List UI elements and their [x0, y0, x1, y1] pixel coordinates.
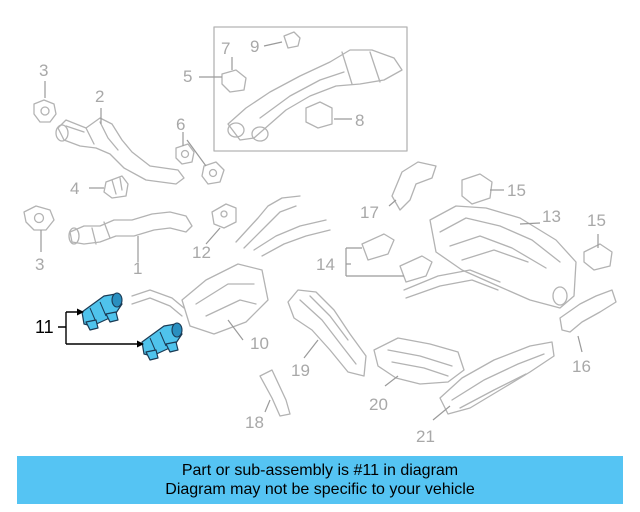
- callout-15-top: 15: [507, 181, 526, 200]
- part-11-clamp-lower: [141, 322, 183, 361]
- part-16-tailpipe: [559, 289, 617, 333]
- part-5-catalytic-assembly: [227, 49, 403, 142]
- part-14-clamps: [361, 233, 433, 283]
- callout-7: 7: [221, 39, 230, 58]
- part-13-rear-muffler: [403, 205, 577, 309]
- callout-11: 11: [35, 317, 54, 337]
- part-20-heat-shield: [373, 337, 465, 385]
- part-7-mount: [221, 69, 247, 93]
- part-10-center-pipe: [131, 195, 331, 335]
- part-4-bracket: [103, 175, 129, 199]
- callout-20: 20: [369, 395, 388, 414]
- part-9-mount: [283, 31, 301, 49]
- part-8-block: [305, 101, 333, 129]
- part-11-clamp-upper: [81, 292, 123, 331]
- banner-line-2: Diagram may not be specific to your vehi…: [165, 481, 475, 498]
- callout-15-right: 15: [587, 211, 606, 230]
- callout-3-bottom: 3: [35, 255, 44, 274]
- banner-line-1: Part or sub-assembly is #11 in diagram: [181, 462, 459, 479]
- callout-12: 12: [192, 243, 211, 262]
- part-3-gasket-top: [33, 99, 57, 123]
- part-6-gaskets: [175, 143, 225, 185]
- leader-lines: [40, 41, 599, 421]
- callout-3-top: 3: [39, 61, 48, 80]
- callout-8: 8: [355, 111, 364, 130]
- part-1-front-pipe: [68, 211, 193, 245]
- callout-16: 16: [572, 357, 591, 376]
- info-banner: Part or sub-assembly is #11 in diagram D…: [17, 456, 623, 504]
- part-2-catalytic-pipe: [55, 117, 185, 185]
- part-19-heat-shield: [287, 289, 367, 377]
- callout-13: 13: [542, 207, 561, 226]
- exhaust-parts-diagram: 3 2 4 6 7 9 5 8 1 3 12 10 17 15 13 15 14…: [23, 26, 617, 446]
- callout-17: 17: [360, 203, 379, 222]
- callout-21: 21: [416, 427, 435, 446]
- part-18-strip: [259, 369, 291, 417]
- part-3-gasket-bottom: [23, 205, 55, 231]
- part-15-brackets: [461, 173, 613, 271]
- callout-1: 1: [133, 259, 142, 278]
- part-17-elbow: [391, 161, 437, 211]
- callout-4: 4: [70, 179, 79, 198]
- part-12-bracket: [211, 203, 237, 229]
- callout-9: 9: [250, 37, 259, 56]
- callout-2: 2: [95, 87, 104, 106]
- callout-5: 5: [183, 67, 192, 86]
- callout-14: 14: [316, 255, 335, 274]
- inset-box: [213, 26, 408, 152]
- callout-18: 18: [245, 413, 264, 432]
- callout-6: 6: [176, 115, 185, 134]
- callout-11-leader: [58, 308, 144, 348]
- callout-19: 19: [291, 361, 310, 380]
- callout-10: 10: [250, 334, 269, 353]
- part-21-heat-shield: [439, 341, 555, 415]
